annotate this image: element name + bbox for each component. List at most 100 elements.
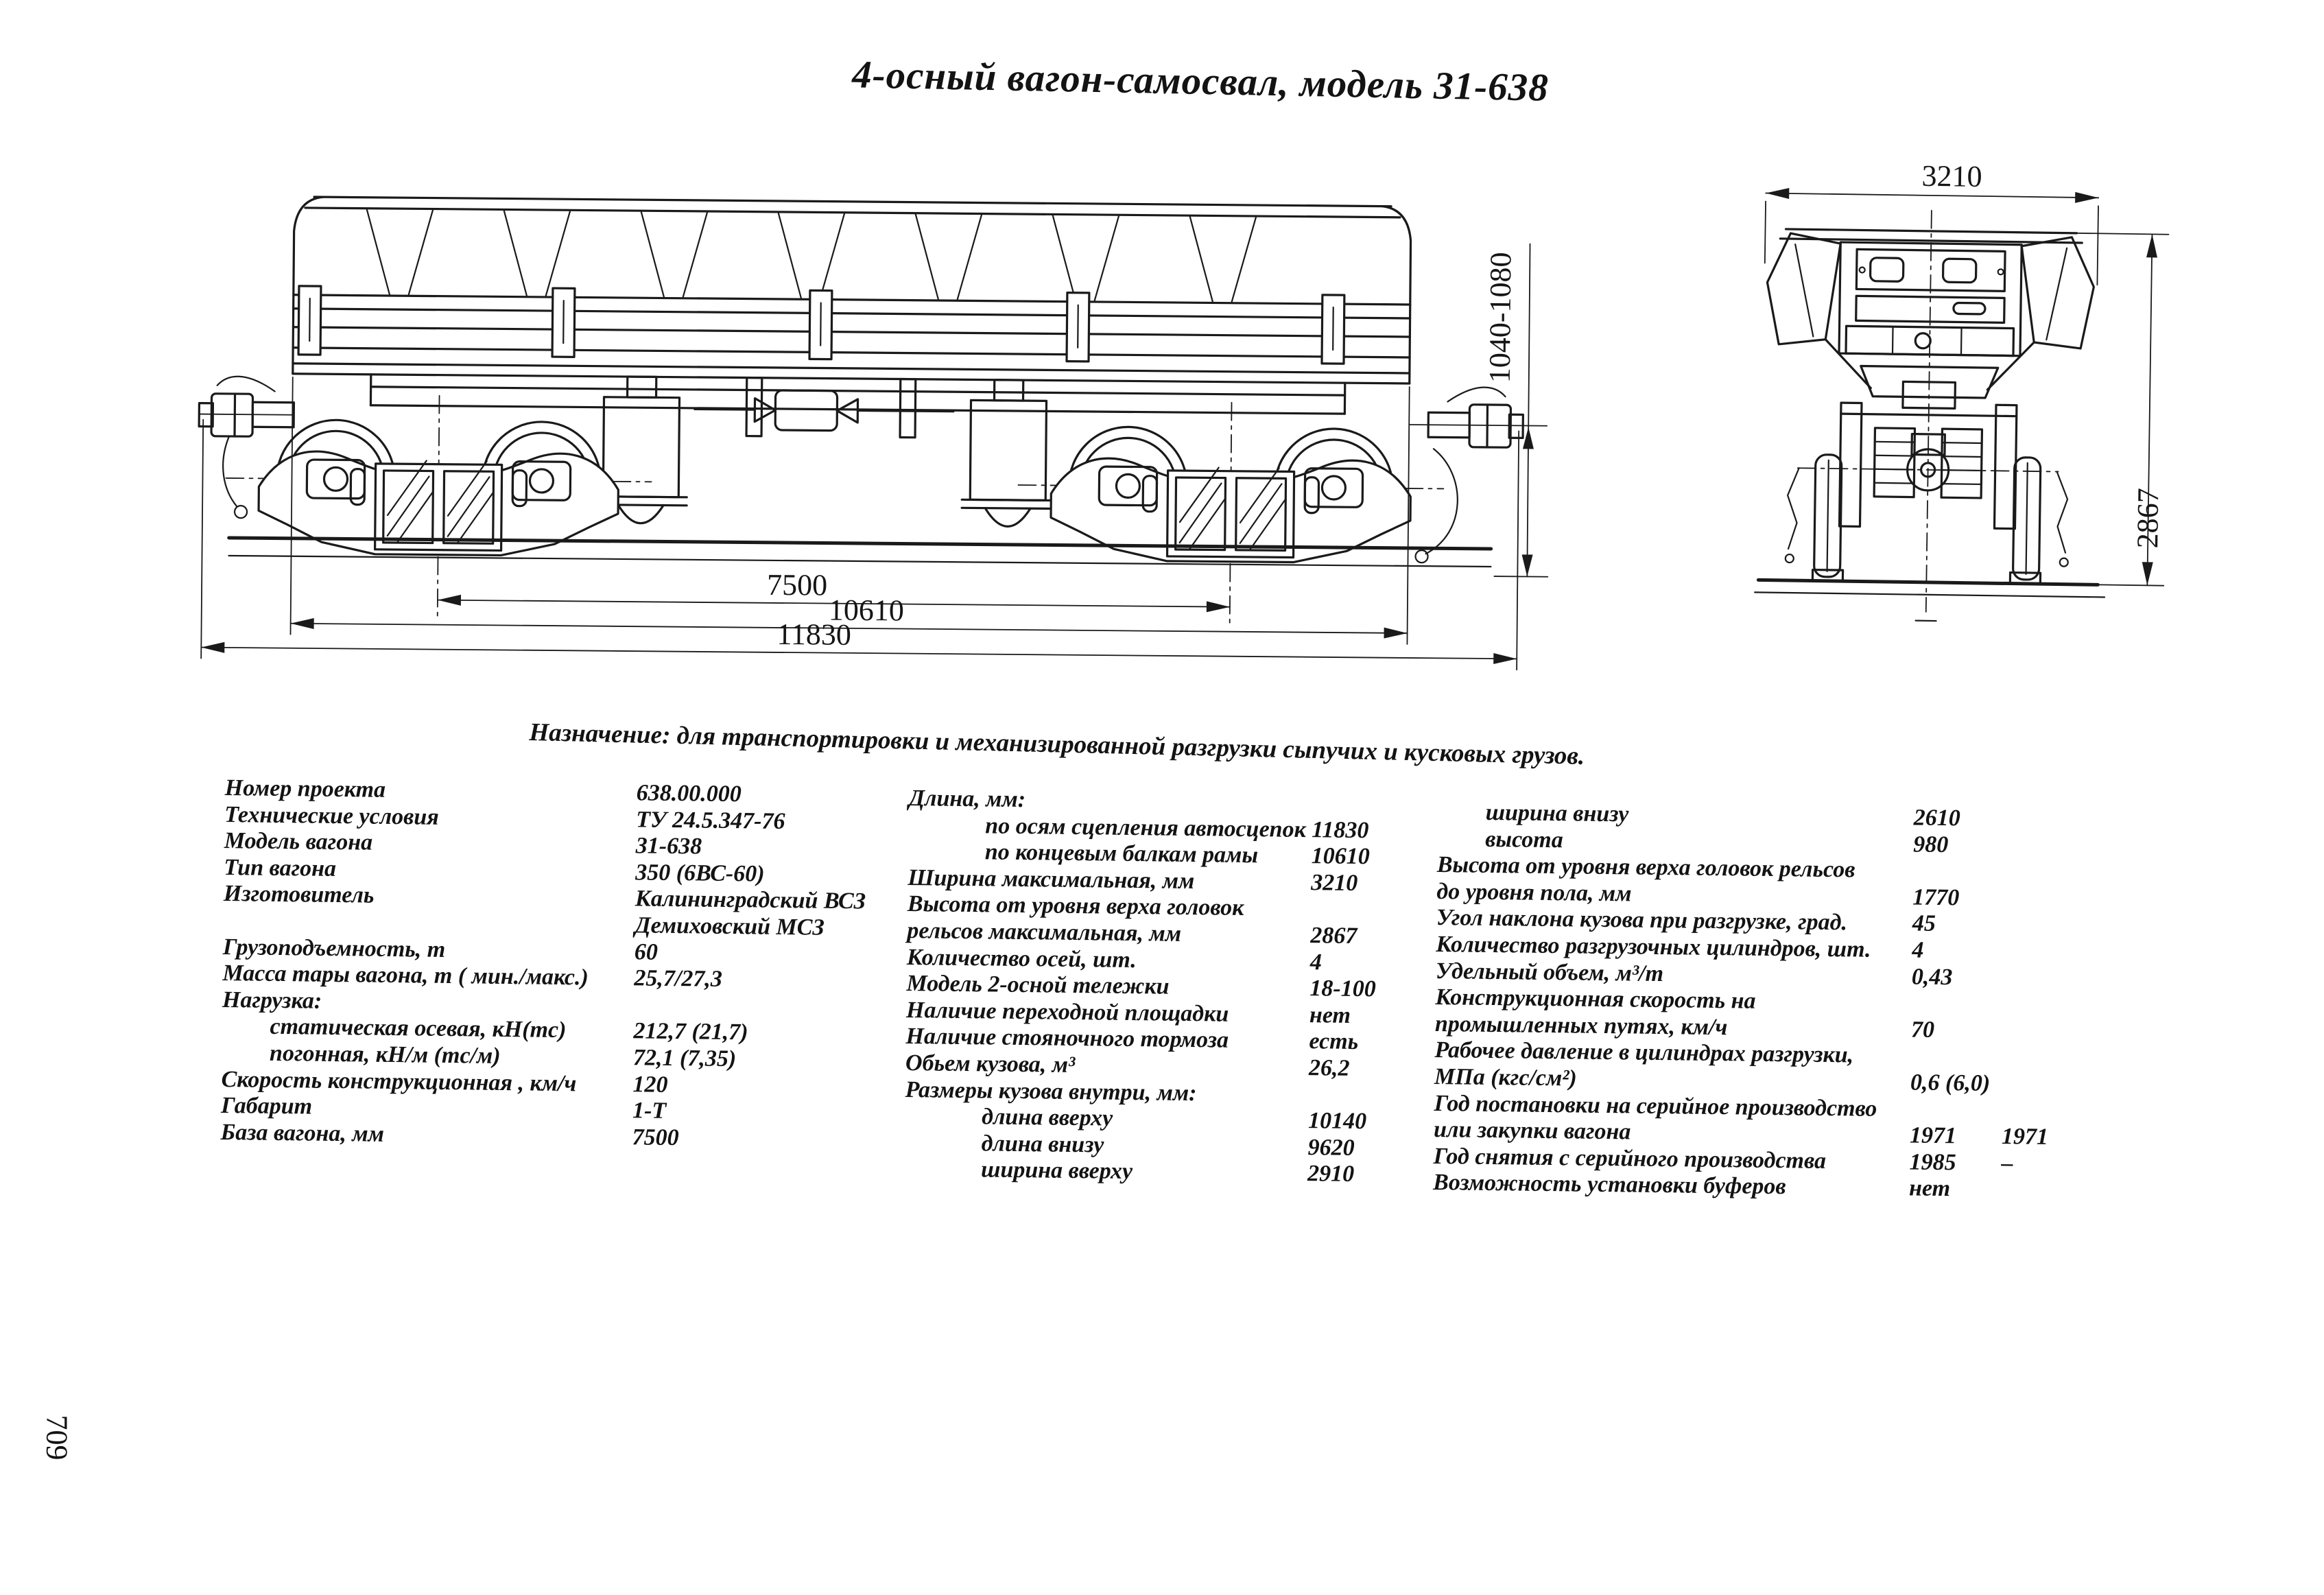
spec-value: 3210 <box>1311 869 1358 896</box>
spec-value: 31-638 <box>635 833 702 860</box>
spec-value: 10610 <box>1311 843 1371 870</box>
spec-value: 1971 <box>1909 1122 1957 1149</box>
spec-value: ТУ 24.5.347-76 <box>636 806 785 834</box>
end-dimension-width: 3210 <box>1764 159 2100 286</box>
spec-value: 26,2 <box>1308 1055 1350 1081</box>
dim-coupler-length-label: 11830 <box>776 617 851 652</box>
spec-row: База вагона, мм 7500 <box>220 1119 678 1150</box>
spec-label: рельсов максимальная, мм <box>907 917 1182 947</box>
spec-label: Технические условия <box>224 801 440 830</box>
spec-label: Масса тары вагона, т ( мин./макс.) <box>222 960 589 991</box>
spec-row: Нагрузка: <box>222 987 589 1018</box>
spec-value: 70 <box>1910 1017 1935 1043</box>
spec-value: 11830 <box>1312 816 1369 843</box>
dim-coupler-height-label: 1040-1080 <box>1483 252 1518 383</box>
spec-label: длина вверху <box>981 1104 1113 1131</box>
spec-label: Размеры кузова внутри, мм: <box>905 1076 1197 1106</box>
spec-label: статическая осевая, кН(тс) <box>270 1014 567 1043</box>
spec-value: 2910 <box>1307 1161 1355 1188</box>
spec-value-secondary: – <box>2001 1150 2013 1177</box>
spec-value: 25,7/27,3 <box>634 965 723 993</box>
spec-value: 60 <box>634 938 659 965</box>
spec-label: Грузоподъемность, т <box>222 934 446 962</box>
spec-label: Длина, мм: <box>908 785 1026 813</box>
spec-value: 1770 <box>1912 884 1960 911</box>
spec-label: Модель 2-осной тележки <box>906 971 1170 1000</box>
spec-label: ширина внизу <box>1485 799 1629 827</box>
spec-value: 212,7 (21,7) <box>633 1018 748 1045</box>
spec-label: Количество осей, шт. <box>906 944 1137 973</box>
spec-value: 9620 <box>1307 1134 1355 1161</box>
coupler-left <box>198 375 296 519</box>
end-underframe <box>1824 338 2035 410</box>
spec-value: 638.00.000 <box>636 780 742 807</box>
end-view-drawing: 3210 <box>1754 159 2170 622</box>
spec-value: 2610 <box>1913 805 1960 831</box>
coupler-right <box>1408 386 1548 564</box>
spec-row: Технические условия ТУ 24.5.347-76 <box>224 801 785 834</box>
spec-label: длина внизу <box>981 1131 1104 1158</box>
spec-label: Наличие переходной площадки <box>905 997 1229 1027</box>
dimension-lines: 7500 10610 11830 1040-1080 <box>200 243 1549 671</box>
spec-label: Возможность установки буферов <box>1432 1170 1786 1200</box>
spec-value: 4 <box>1912 937 1924 963</box>
spec-row: Возможность установки буферов нет <box>1432 1170 1950 1201</box>
spec-value: 7500 <box>632 1124 679 1150</box>
spec-label: База вагона, мм <box>220 1119 385 1147</box>
dim-height-label: 2867 <box>2131 488 2165 549</box>
spec-label: до уровня пола, мм <box>1436 878 1632 907</box>
spec-label: МПа (кгс/см²) <box>1434 1063 1577 1091</box>
spec-value: 10140 <box>1307 1108 1367 1135</box>
spec-value: 0,43 <box>1911 964 1953 990</box>
spec-label: Наличие стояночного тормоза <box>905 1024 1229 1054</box>
page-title: 4-осный вагон-самосвал, модель 31-638 <box>851 53 1550 110</box>
spec-value: 1985 <box>1909 1149 1956 1175</box>
spec-row: Изготовитель Калининградский ВСЗ <box>223 881 866 914</box>
spec-label: Модель вагона <box>224 828 373 855</box>
end-dimension-height: 2867 <box>2069 232 2170 587</box>
spec-value: 120 <box>632 1071 668 1098</box>
spec-value: 72,1 (7,35) <box>632 1045 737 1072</box>
spec-label: Габарит <box>220 1093 313 1120</box>
spec-row: Скорость конструкционная , км/ч 120 <box>221 1066 667 1097</box>
spec-row: Модель вагона 31-638 <box>224 828 702 860</box>
spec-row: статическая осевая, кН(тс) 212,7 (21,7) <box>222 1013 748 1045</box>
wagon-body <box>292 196 1412 385</box>
spec-value: Калининградский ВСЗ <box>635 886 866 914</box>
spec-row: ширина вверху 2910 <box>904 1156 1354 1188</box>
spec-value: 1-Т <box>632 1098 667 1124</box>
spec-value: 45 <box>1912 910 1936 937</box>
spec-value: нет <box>1309 1002 1351 1028</box>
spec-value: есть <box>1309 1028 1359 1055</box>
spec-column-left: Номер проекта 638.00.000 Технические усло… <box>220 775 866 1150</box>
spec-row: Грузоподъемность, т 60 <box>222 934 658 965</box>
dim-width-label: 3210 <box>1921 159 1982 193</box>
spec-label: или закупки вагона <box>1433 1117 1631 1145</box>
spec-row: Масса тары вагона, т ( мин./макс.) 25,7/2… <box>222 960 722 992</box>
spec-row: Габарит 1-Т <box>220 1093 666 1124</box>
spec-label: по концевым балкам рамы <box>984 839 1259 869</box>
spec-label: Обьем кузова, м³ <box>905 1050 1076 1078</box>
end-rail <box>1754 568 2106 622</box>
spec-value: Демиховский МСЗ <box>635 912 825 941</box>
spec-label: Изготовитель <box>223 881 375 909</box>
bogie-left <box>225 394 652 619</box>
spec-label: погонная, кН/м (тс/м) <box>269 1040 501 1069</box>
dim-frame-length-label: 10610 <box>829 593 904 628</box>
spec-label: Высота от уровня верха головок <box>907 891 1244 921</box>
spec-value: 0,6 (6,0) <box>1910 1070 1991 1096</box>
page-number: 709 <box>40 1415 74 1461</box>
spec-label: Скорость конструкционная , км/ч <box>221 1066 577 1096</box>
purpose-line: Назначение: для транспортировки и механи… <box>529 718 1585 770</box>
spec-value: 980 <box>1913 831 1949 858</box>
dim-base-label: 7500 <box>767 568 827 602</box>
spec-value-secondary: 1971 <box>2001 1124 2049 1150</box>
rails <box>227 536 1493 568</box>
spec-label: Номер проекта <box>224 775 386 803</box>
spec-row: Демиховский МСЗ <box>223 908 825 940</box>
spec-label: ширина вверху <box>980 1157 1133 1185</box>
spec-value: 4 <box>1309 949 1323 975</box>
spec-value: нет <box>1908 1175 1951 1202</box>
